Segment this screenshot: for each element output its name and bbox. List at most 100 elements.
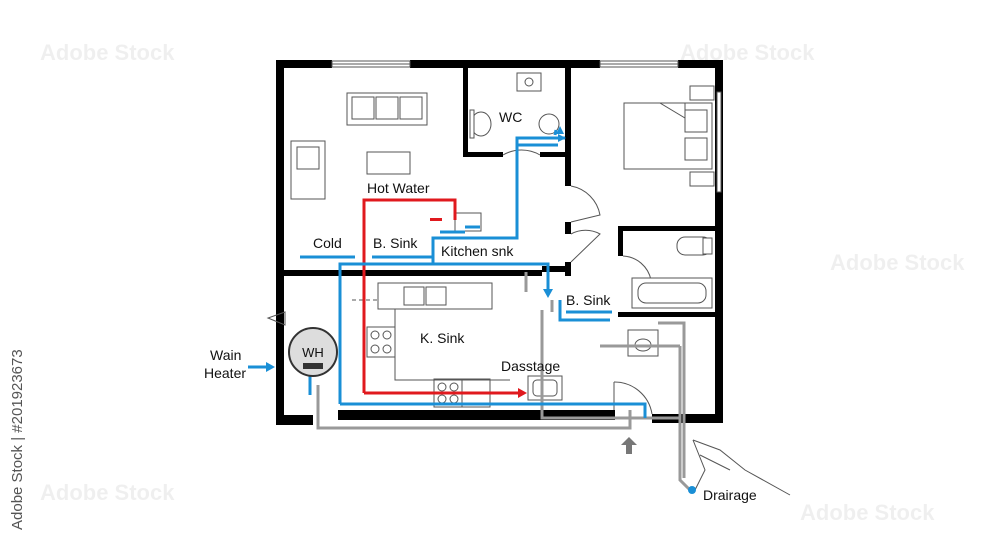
wall-segment bbox=[284, 270, 542, 276]
wall-segment bbox=[410, 60, 600, 68]
pillow bbox=[684, 109, 708, 133]
wall-segment bbox=[565, 222, 571, 234]
cold-pipe bbox=[558, 300, 610, 322]
burner bbox=[449, 382, 459, 392]
watermark-text: Adobe Stock bbox=[800, 500, 935, 525]
dasstage-label: Dasstage bbox=[501, 358, 560, 374]
stock-id-text: Adobe Stock | #201923673 bbox=[9, 349, 26, 530]
hot-water-label: Hot Water bbox=[367, 180, 430, 196]
burner bbox=[382, 330, 392, 340]
drainage-slope bbox=[692, 439, 791, 496]
door-swing bbox=[570, 185, 601, 223]
burner bbox=[382, 344, 392, 354]
wall-segment bbox=[678, 60, 723, 68]
slope-line bbox=[692, 439, 791, 496]
drain-pipe bbox=[540, 310, 680, 420]
pipe-stub bbox=[430, 218, 442, 221]
door-swing bbox=[570, 229, 601, 263]
toilet-tank bbox=[702, 237, 713, 255]
main-heater-label: Heater bbox=[204, 365, 246, 381]
cold-pipe bbox=[433, 262, 550, 290]
drain-outlet-icon bbox=[688, 486, 696, 494]
arrow-right-icon bbox=[518, 388, 527, 398]
pillow bbox=[684, 137, 708, 161]
wall-segment bbox=[276, 60, 332, 68]
door-swing bbox=[622, 255, 652, 281]
wall-segment bbox=[276, 60, 284, 425]
door-swing bbox=[266, 311, 286, 326]
toilet-tank bbox=[469, 109, 475, 139]
water-heater: WH bbox=[288, 327, 338, 377]
watermark-text: Adobe Stock bbox=[40, 480, 175, 505]
drainage-pipes bbox=[316, 272, 692, 492]
bathroom-sink-label: B. Sink bbox=[566, 292, 611, 308]
sofa-cushion bbox=[375, 96, 399, 120]
burner bbox=[370, 330, 380, 340]
bathroom-sink-label: B. Sink bbox=[373, 235, 418, 251]
slope-line bbox=[692, 439, 706, 491]
nightstand-icon bbox=[689, 171, 715, 187]
wall-segment bbox=[652, 414, 723, 423]
sink-basin bbox=[532, 379, 558, 397]
door-swing bbox=[502, 149, 541, 156]
sofa-cushion bbox=[351, 96, 375, 120]
arrow-right-icon bbox=[558, 134, 566, 142]
heater-base bbox=[303, 363, 323, 369]
wall-segment bbox=[618, 312, 718, 317]
wall-segment bbox=[276, 415, 313, 425]
wall-segment bbox=[338, 410, 615, 420]
stove-icon bbox=[366, 326, 396, 358]
counter-outline bbox=[394, 309, 510, 381]
drain-pipe bbox=[658, 321, 686, 478]
arrow-up-icon bbox=[621, 437, 637, 454]
main-heater-label: Wain bbox=[210, 347, 241, 363]
sofa-cushion bbox=[399, 96, 423, 120]
water-heater-label: WH bbox=[302, 345, 324, 360]
arrow-down-icon bbox=[543, 289, 553, 298]
wall-segment bbox=[565, 68, 571, 186]
cold-label: Cold bbox=[313, 235, 342, 251]
wall-segment bbox=[540, 152, 568, 157]
bed-sheet-fold bbox=[658, 102, 686, 119]
hot-water-pipes bbox=[362, 198, 520, 395]
wall-segment bbox=[618, 226, 718, 231]
windows bbox=[331, 60, 722, 193]
drain-pipe bbox=[678, 346, 692, 492]
burner bbox=[370, 344, 380, 354]
cold-pipe bbox=[340, 402, 647, 418]
arrow-up-icon bbox=[556, 126, 564, 134]
water-heater-icon bbox=[288, 327, 338, 377]
slope-line bbox=[699, 454, 731, 471]
wall-segment bbox=[618, 226, 623, 256]
wall-segment bbox=[463, 68, 468, 156]
cold-pipe bbox=[515, 136, 565, 145]
arrow-right-icon bbox=[266, 362, 275, 372]
cold-water-pipes bbox=[248, 129, 647, 418]
watermark-text: Adobe Stock bbox=[830, 250, 965, 275]
burner bbox=[437, 394, 447, 404]
hot-pipe bbox=[362, 198, 457, 393]
armchair-cushion bbox=[296, 146, 320, 170]
labels: WC Hot Water Cold B. Sink Kitchen snk B.… bbox=[204, 109, 757, 503]
wall-segment bbox=[542, 266, 571, 272]
burner bbox=[437, 382, 447, 392]
drain bbox=[524, 77, 534, 87]
burner bbox=[449, 394, 459, 404]
coffee-table-icon bbox=[366, 151, 411, 175]
drainage-label: Drairage bbox=[703, 487, 757, 503]
kitchen-sink-label: Kitchen snk bbox=[441, 243, 514, 259]
watermark-group: Adobe Stock Adobe Stock Adobe Stock Adob… bbox=[40, 40, 965, 525]
wall-segment bbox=[463, 152, 503, 157]
nightstand-icon bbox=[689, 85, 715, 101]
cold-pipe bbox=[553, 129, 558, 136]
sink-bowl bbox=[425, 286, 447, 306]
sink-icon bbox=[538, 113, 560, 135]
wc-label: WC bbox=[499, 109, 522, 125]
watermark-text: Adobe Stock bbox=[40, 40, 175, 65]
wall-segment bbox=[715, 60, 723, 423]
bathtub-basin bbox=[637, 282, 707, 304]
kitchen-sink-label: K. Sink bbox=[420, 330, 465, 346]
sink-bowl bbox=[403, 286, 425, 306]
window bbox=[716, 91, 722, 193]
